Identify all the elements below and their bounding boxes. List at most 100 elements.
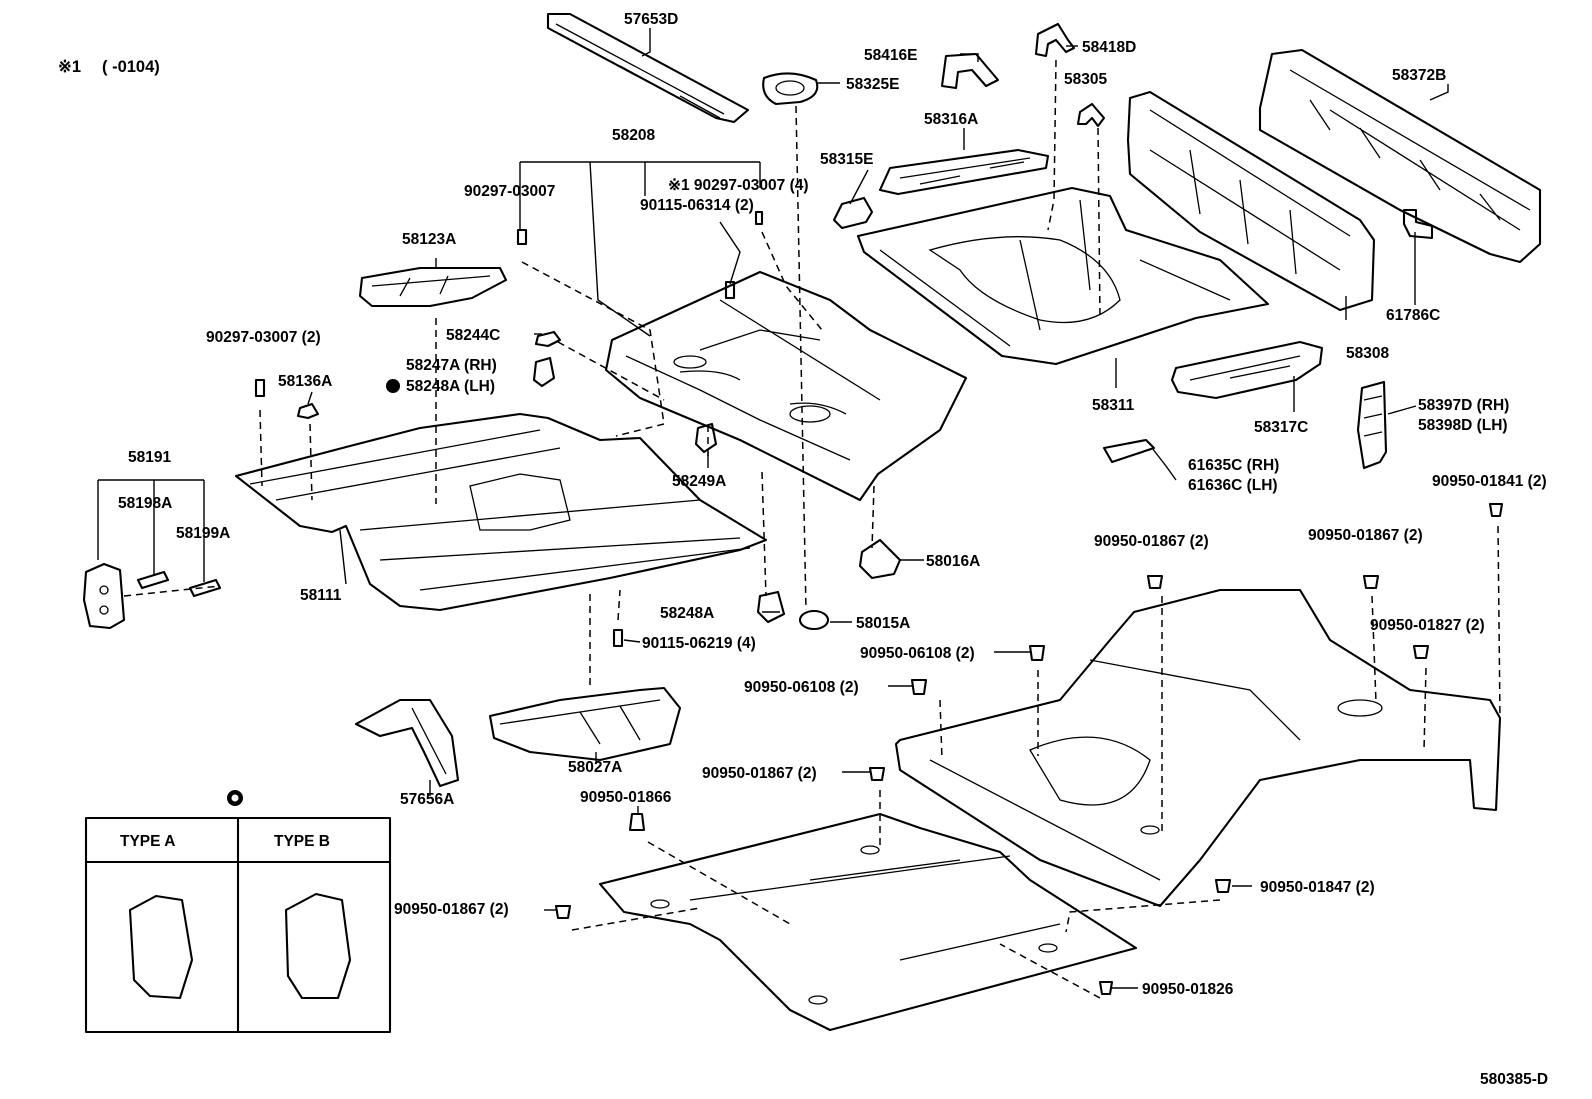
part-58198A-shape — [136, 570, 170, 590]
part-58249A-shape — [694, 422, 718, 454]
part-58016A-shape — [858, 538, 902, 580]
leader-lines — [97, 28, 1449, 989]
label-58418D: 58418D — [1082, 39, 1136, 56]
fasteners — [254, 210, 1504, 996]
type-legend-box — [84, 816, 392, 1034]
legend-type-a-label: TYPE A — [120, 833, 175, 850]
label-90115-06219: 90115-06219 (4) — [642, 635, 756, 652]
label-58191: 58191 — [128, 449, 171, 466]
part-58311-shape — [856, 186, 1270, 366]
part-floor-silencer-rear-shape — [894, 588, 1502, 908]
label-58136A: 58136A — [278, 373, 332, 390]
part-58372B-shape — [1258, 48, 1542, 264]
label-58317C: 58317C — [1254, 419, 1308, 436]
label-58315E: 58315E — [820, 151, 873, 168]
diagram-code: 580385-D — [1480, 1071, 1548, 1088]
label-58398D-lh: 58398D (LH) — [1418, 417, 1508, 434]
clip-90950-01847 — [1214, 878, 1232, 894]
clip-90950-06108-b — [910, 678, 928, 696]
label-58027A: 58027A — [568, 759, 622, 776]
bolt-90297-03007-4 — [754, 210, 764, 226]
part-58317C-shape — [1170, 340, 1324, 400]
part-57653D-shape — [546, 12, 750, 124]
label-90950-01866: 90950-01866 — [580, 789, 672, 806]
label-58247A-rh: 58247A (RH) — [406, 357, 497, 374]
label-58016A: 58016A — [926, 553, 980, 570]
part-58208-shape — [604, 270, 968, 502]
label-57656A: 57656A — [400, 791, 454, 808]
part-58015A-shape — [798, 609, 830, 631]
label-58199A: 58199A — [176, 525, 230, 542]
label-90950-01827: 90950-01827 (2) — [1370, 617, 1485, 634]
part-floor-silencer-front-shape — [598, 812, 1138, 1032]
label-58244C: 58244C — [446, 327, 500, 344]
note-marker: ※1 — [58, 58, 81, 76]
label-58311: 58311 — [1092, 397, 1135, 414]
part-58397D-shape — [1356, 380, 1388, 470]
label-58316A: 58316A — [924, 111, 978, 128]
part-58308-shape — [1126, 90, 1376, 312]
note-text: ( -0104) — [102, 58, 160, 76]
part-58248A-shape — [756, 590, 786, 624]
clip-90950-06108-a — [1028, 644, 1046, 662]
label-58325E: 58325E — [846, 76, 899, 93]
part-58123A-shape — [358, 266, 508, 308]
label-90950-01847: 90950-01847 (2) — [1260, 879, 1375, 896]
label-58249A: 58249A — [672, 473, 726, 490]
clip-90950-01827 — [1412, 644, 1430, 660]
clip-90950-01867-c — [868, 766, 886, 782]
label-90950-01867-c: 90950-01867 (2) — [702, 765, 817, 782]
part-58305-shape — [1076, 102, 1106, 128]
part-labels: 57653D 58416E 58418D 58325E 58305 58372B… — [118, 11, 1548, 1088]
label-61786C: 61786C — [1386, 307, 1440, 324]
type-b-bracket-shape — [284, 892, 352, 1000]
clip-90950-01867-a — [1146, 574, 1164, 590]
label-58248A-lh: 58248A (LH) — [406, 378, 495, 395]
clip-90950-01826 — [1098, 980, 1114, 996]
label-90950-01841: 90950-01841 (2) — [1432, 473, 1547, 490]
part-58248A-lh-symbol — [386, 379, 400, 393]
label-58015A: 58015A — [856, 615, 910, 632]
type-a-bracket-shape — [128, 894, 194, 1000]
label-90950-06108-a: 90950-06108 (2) — [860, 645, 975, 662]
part-58191-shape — [82, 562, 126, 630]
clip-90950-01841 — [1488, 502, 1504, 518]
part-61635C-shape — [1102, 438, 1156, 464]
bolt-90115-06219 — [612, 628, 624, 648]
legend-type-b-label: TYPE B — [274, 833, 330, 850]
legend-circle-inner — [231, 794, 239, 802]
clip-90950-01867-b — [1362, 574, 1380, 590]
label-58248A: 58248A — [660, 605, 714, 622]
part-58247A-shape — [532, 356, 556, 388]
part-58416E-shape — [940, 52, 1000, 90]
part-58244C-shape — [534, 330, 562, 348]
bolt-90297-03007 — [516, 228, 528, 246]
label-90297-03007-4: ※1 90297-03007 (4) — [668, 177, 809, 194]
clip-90950-01866 — [628, 812, 646, 832]
part-58316A-shape — [878, 148, 1050, 196]
part-61786C-shape — [1402, 208, 1434, 240]
part-58418D-shape — [1034, 22, 1076, 58]
label-90297-03007: 90297-03007 — [464, 183, 555, 200]
part-57656A-shape — [354, 698, 460, 788]
label-61636C-lh: 61636C (LH) — [1188, 477, 1278, 494]
label-58308: 58308 — [1346, 345, 1389, 362]
label-90950-06108-b: 90950-06108 (2) — [744, 679, 859, 696]
label-90950-01867-d: 90950-01867 (2) — [394, 901, 509, 918]
part-58325E-shape — [762, 72, 819, 106]
label-58208: 58208 — [612, 127, 655, 144]
part-58199A-shape — [188, 578, 222, 598]
part-58136A-shape — [296, 402, 320, 420]
label-90950-01867-b: 90950-01867 (2) — [1308, 527, 1423, 544]
label-57653D: 57653D — [624, 11, 678, 28]
bolt-90297-03007-2 — [254, 378, 266, 398]
label-61635C-rh: 61635C (RH) — [1188, 457, 1279, 474]
assembly-dashed-lines — [123, 59, 1501, 999]
label-58416E: 58416E — [864, 47, 917, 64]
label-58397D-rh: 58397D (RH) — [1418, 397, 1509, 414]
label-90950-01867-a: 90950-01867 (2) — [1094, 533, 1209, 550]
label-58305: 58305 — [1064, 71, 1107, 88]
label-90115-06314: 90115-06314 (2) — [640, 197, 754, 214]
label-58372B: 58372B — [1392, 67, 1446, 84]
